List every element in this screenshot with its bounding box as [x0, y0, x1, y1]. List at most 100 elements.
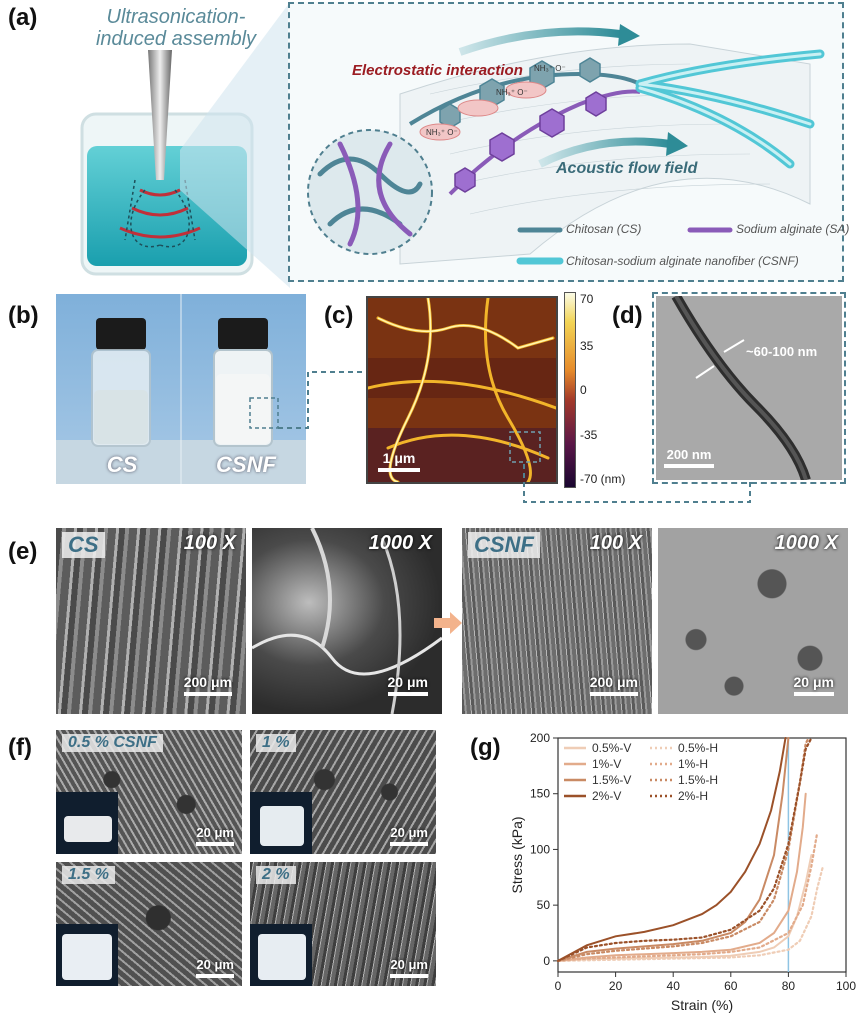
legend-sa: Sodium alginate (SA)	[736, 222, 850, 236]
legend-label-2: 1%-V	[592, 757, 621, 771]
y-tick-label: 200	[530, 731, 550, 745]
sem-f-05-scale-label: 20 μm	[196, 825, 234, 840]
connector-b-c	[278, 371, 366, 429]
sem-f-1-scale-label: 20 μm	[390, 825, 428, 840]
ion-label-3: NH₃⁺ O⁻	[426, 128, 458, 137]
sem-f-2-tag: 2 %	[256, 866, 296, 884]
colorbar-tick-35: 35	[580, 339, 594, 353]
panel-label-e: (e)	[8, 538, 38, 565]
afm-colorbar	[564, 292, 576, 488]
sem-cs-1000x-texture	[252, 528, 442, 714]
sample-photo-2	[250, 924, 312, 986]
sem-f-2-scale: 20 μm	[390, 957, 428, 978]
sem-f-15-scale-label: 20 μm	[196, 957, 234, 972]
x-tick-label: 20	[609, 979, 623, 993]
vials-illustration	[56, 294, 306, 484]
colorbar-tick-m35: -35	[580, 428, 598, 442]
sem-csnf-1000x-mag: 1000 X	[774, 532, 838, 554]
afm-scalebar-label: 1 μm	[382, 450, 416, 466]
sem-csnf-100x-tag: CSNF	[468, 532, 540, 558]
sem-f-2-scale-label: 20 μm	[390, 957, 428, 972]
sem-cs-1000x-scale: 20 μm	[387, 674, 428, 696]
sem-f-05: 0.5 % CSNF 20 μm	[56, 730, 242, 854]
afm-texture	[368, 298, 556, 482]
sem-cs-100x-scale-label: 200 μm	[183, 674, 232, 690]
sem-csnf-100x-scale: 200 μm	[589, 674, 638, 696]
legend-label-1: 0.5%-H	[678, 741, 718, 755]
y-axis-label: Stress (kPa)	[509, 816, 525, 893]
series-line-0	[557, 854, 813, 962]
sem-csnf-100x: CSNF 100 X 200 μm	[462, 528, 652, 714]
sem-f-15-tag: 1.5 %	[62, 866, 115, 884]
sem-cs-100x-mag: 100 X	[183, 532, 236, 554]
tem-scalebar: 200 nm	[664, 447, 714, 468]
sem-f-1: 1 % 20 μm	[250, 730, 436, 854]
sem-f-05-scale: 20 μm	[196, 825, 234, 846]
sem-f-2: 2 % 20 μm	[250, 862, 436, 986]
sem-csnf-1000x-scale-label: 20 μm	[793, 674, 834, 690]
vial-label-cs: CS	[106, 452, 138, 477]
series-line-1	[556, 865, 825, 962]
tem-size-label: ~60-100 nm	[746, 344, 818, 359]
sem-f-1-scale: 20 μm	[390, 825, 428, 846]
series-line-7	[556, 736, 813, 962]
y-tick-label: 0	[543, 954, 550, 968]
legend-label-0: 0.5%-V	[592, 741, 631, 755]
sample-photo-15	[56, 924, 118, 986]
panel-label-f: (f)	[8, 734, 32, 761]
electrostatic-label: Electrostatic interaction	[352, 62, 523, 79]
sem-csnf-100x-mag: 100 X	[589, 532, 642, 554]
ion-label-1: NH₃⁺ O⁻	[496, 88, 528, 97]
connector-c-d	[523, 464, 751, 503]
x-tick-label: 40	[667, 979, 681, 993]
y-tick-label: 50	[537, 898, 551, 912]
sem-cs-100x: CS 100 X 200 μm	[56, 528, 246, 714]
sem-f-15-scale: 20 μm	[196, 957, 234, 978]
x-tick-label: 100	[836, 979, 856, 993]
arrow-cs-to-csnf-icon	[434, 612, 462, 634]
tem-frame	[652, 292, 846, 484]
y-tick-label: 150	[530, 787, 550, 801]
legend-cs: Chitosan (CS)	[566, 222, 642, 236]
panel-label-g: (g)	[470, 734, 501, 761]
x-tick-label: 60	[724, 979, 738, 993]
series-line-6	[557, 737, 787, 962]
acoustic-label: Acoustic flow field	[556, 160, 698, 177]
x-axis-label: Strain (%)	[671, 997, 733, 1013]
colorbar-tick-0: 0	[580, 383, 587, 397]
ion-label-2: NH₃⁺ O⁻	[534, 64, 566, 73]
x-tick-label: 80	[782, 979, 796, 993]
sem-csnf-1000x: 1000 X 20 μm	[658, 528, 848, 714]
y-tick-label: 100	[530, 842, 550, 856]
sem-csnf-1000x-scale: 20 μm	[793, 674, 834, 696]
panel-label-d: (d)	[612, 302, 643, 329]
sem-cs-1000x: 1000 X 20 μm	[252, 528, 442, 714]
afm-scalebar: 1 μm	[378, 450, 420, 472]
sem-f-15: 1.5 % 20 μm	[56, 862, 242, 986]
sample-photo-05	[56, 792, 118, 854]
vial-photo: CS CSNF	[56, 294, 306, 484]
mechanism-illustration	[307, 24, 825, 265]
panel-label-a: (a)	[8, 4, 38, 31]
legend-label-6: 2%-V	[592, 789, 621, 803]
colorbar-tick-m70: -70 (nm)	[580, 472, 626, 486]
series-line-5	[556, 736, 810, 962]
sem-cs-100x-scale: 200 μm	[183, 674, 232, 696]
sample-photo-1	[250, 792, 312, 854]
sem-f-05-tag: 0.5 % CSNF	[62, 734, 163, 752]
chart-frame	[557, 737, 847, 973]
sem-cs-100x-tag: CS	[62, 532, 105, 558]
zoom-connector	[180, 2, 290, 288]
panel-label-c: (c)	[324, 302, 354, 329]
legend-label-3: 1%-H	[678, 757, 708, 771]
afm-image: 1 μm	[366, 296, 558, 484]
legend-csnf: Chitosan-sodium alginate nanofiber (CSNF…	[566, 254, 799, 268]
legend-label-5: 1.5%-H	[678, 773, 718, 787]
sem-cs-1000x-scale-label: 20 μm	[387, 674, 428, 690]
colorbar-tick-70: 70	[580, 292, 594, 306]
tem-scalebar-label: 200 nm	[666, 447, 712, 462]
series-line-2	[557, 792, 807, 962]
panel-a-title: Ultrasonication-induced assembly	[95, 6, 257, 50]
tem-image: ~60-100 nm 200 nm	[656, 296, 842, 480]
